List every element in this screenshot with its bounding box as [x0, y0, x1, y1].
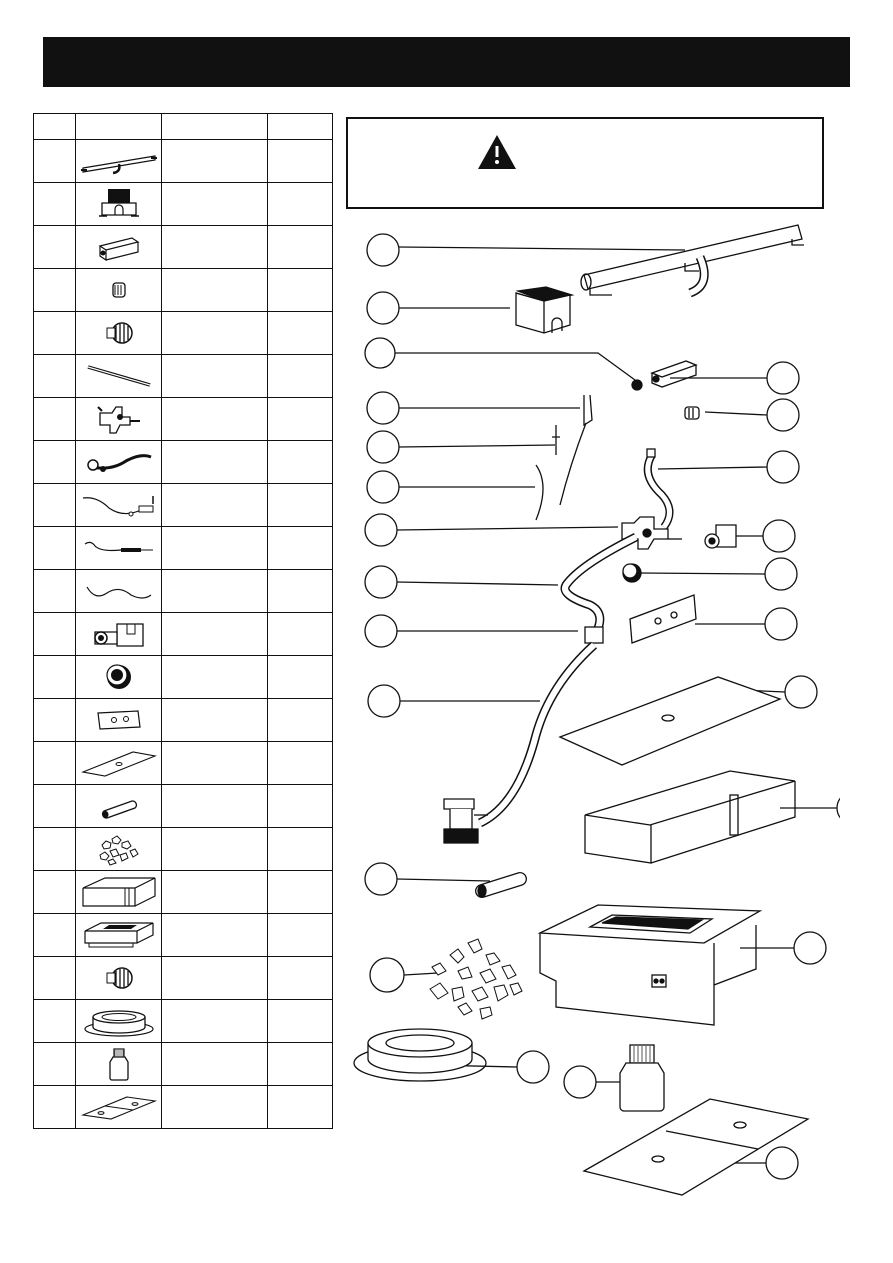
square-tube-connector-icon	[98, 237, 139, 262]
header-cell-qty	[267, 113, 333, 140]
lava-rocks-icon	[98, 835, 139, 866]
burner-ring	[353, 1028, 487, 1082]
table-row	[33, 1085, 333, 1129]
callout-11	[364, 862, 491, 896]
table-row	[33, 1042, 333, 1086]
fire-table	[537, 904, 763, 1026]
table-row	[33, 784, 333, 828]
pilot-wires	[535, 394, 593, 521]
table-row	[33, 956, 333, 1000]
table-row	[33, 268, 333, 312]
gas-valve-icon	[96, 406, 140, 434]
table-row	[33, 483, 333, 527]
control-panel-plate-icon	[96, 710, 141, 730]
main-hose	[477, 532, 639, 828]
cover-plate-icon	[80, 751, 157, 777]
lava-rocks	[429, 938, 523, 1020]
base-enclosure	[584, 770, 796, 864]
regulator	[443, 798, 488, 844]
regulator-fitting-icon	[106, 967, 133, 989]
split-cover	[582, 1098, 810, 1196]
callout-23	[563, 1065, 623, 1099]
table-row	[33, 741, 333, 785]
warning-triangle-icon	[478, 135, 516, 169]
header-cell-image	[75, 113, 162, 140]
callout-7	[364, 513, 619, 547]
callout-9	[364, 614, 578, 648]
bottle-icon	[108, 1048, 129, 1081]
table-row	[33, 913, 333, 957]
callout-4	[366, 391, 580, 425]
callout-15	[657, 450, 800, 484]
cover-plate	[558, 676, 782, 766]
table-row	[33, 526, 333, 570]
burner-ring-icon	[83, 1010, 154, 1037]
table-row	[33, 139, 333, 183]
table-row	[33, 354, 333, 398]
burner-tube	[580, 224, 804, 298]
callout-14	[704, 398, 800, 432]
table-row	[33, 397, 333, 441]
table-row	[33, 225, 333, 269]
valve-bracket-icon	[93, 623, 144, 647]
callout-5	[366, 430, 556, 464]
table-row	[33, 870, 333, 914]
control-knob	[622, 563, 642, 583]
callout-21	[740, 931, 827, 965]
table-row	[33, 827, 333, 871]
battery-icon	[101, 800, 137, 819]
small-fitting	[684, 406, 700, 420]
ignitor-wire-icon	[82, 496, 154, 517]
callout-10	[367, 684, 540, 718]
callout-2	[366, 291, 510, 325]
callout-1	[366, 233, 686, 267]
flex-hose-upper	[643, 448, 674, 530]
table-row	[33, 311, 333, 355]
table-row	[33, 182, 333, 226]
callout-12	[369, 957, 439, 993]
table-row	[33, 440, 333, 484]
callout-20	[780, 797, 840, 819]
large-fitting-icon	[106, 322, 133, 344]
ground-wire-icon	[85, 586, 151, 599]
base-enclosure-icon	[81, 877, 156, 907]
parts-table	[33, 113, 333, 1129]
callout-17	[639, 557, 798, 591]
header-bar	[43, 37, 850, 87]
square-tube-connector	[650, 360, 698, 388]
battery	[475, 872, 527, 898]
header-cell-no	[33, 113, 76, 140]
bottle	[619, 1044, 665, 1112]
thermocouple-rod-icon	[87, 365, 150, 387]
split-cover-icon	[80, 1096, 157, 1120]
table-row	[33, 698, 333, 742]
exploded-parts-diagram	[353, 224, 840, 1196]
burner-box	[515, 286, 575, 334]
table-row	[33, 999, 333, 1043]
header-cell-description	[161, 113, 268, 140]
valve-bracket	[704, 524, 737, 549]
table-row	[33, 655, 333, 699]
callout-8	[364, 565, 559, 599]
control-knob-icon	[105, 664, 131, 689]
gas-valve	[621, 516, 682, 550]
table-row	[33, 612, 333, 656]
callout-6	[366, 470, 535, 504]
pilot-assembly-icon	[86, 454, 152, 472]
warning-box	[346, 117, 824, 209]
burner-box-icon	[98, 189, 139, 217]
control-panel-plate	[629, 594, 697, 644]
table-row	[33, 569, 333, 613]
table-header-row	[33, 113, 333, 140]
electrode-wire-icon	[84, 541, 153, 552]
small-fitting-icon	[111, 282, 126, 298]
fire-table-icon	[83, 922, 154, 948]
callout-16	[735, 519, 796, 553]
callout-18	[695, 607, 798, 641]
callout-3	[364, 337, 636, 381]
burner-tube-icon	[80, 155, 157, 175]
